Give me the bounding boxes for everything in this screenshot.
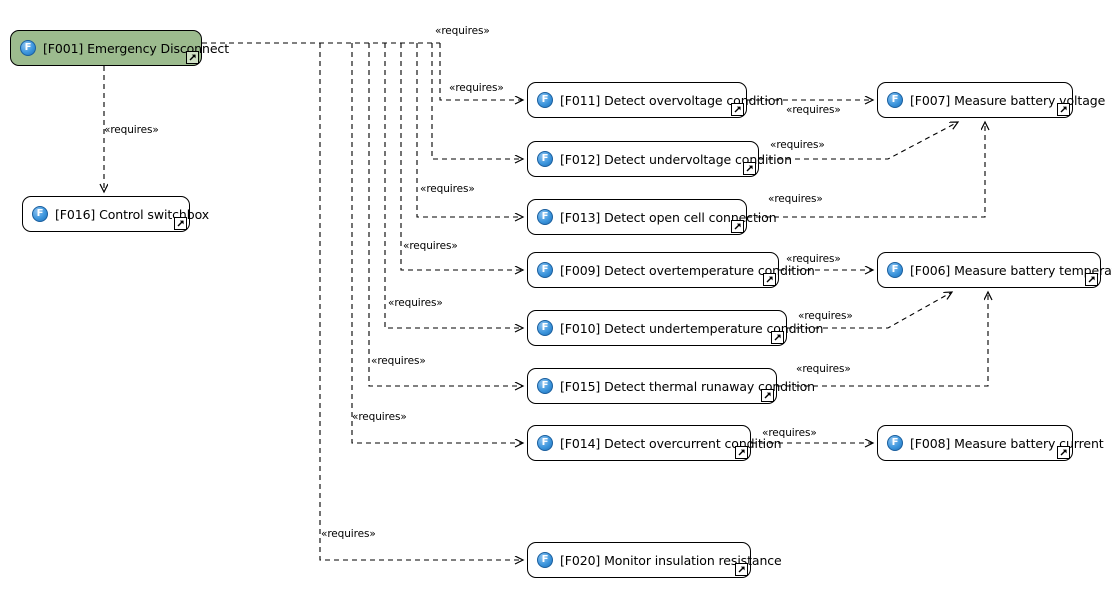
node-label: [F010] Detect undertemperature condition bbox=[560, 320, 824, 336]
edge-label-f001-f015: «requires» bbox=[371, 355, 426, 367]
node-label: [F016] Control switchbox bbox=[55, 206, 210, 222]
feature-icon: F bbox=[887, 92, 903, 108]
edge-label-f001-f014: «requires» bbox=[352, 411, 407, 423]
feature-icon: F bbox=[537, 378, 553, 394]
hyperlink-icon[interactable] bbox=[1057, 103, 1070, 116]
edge-label-f001-f012: «requires» bbox=[435, 25, 490, 37]
edge-label-f011-f007: «requires» bbox=[786, 104, 841, 116]
feature-icon: F bbox=[20, 40, 36, 56]
hyperlink-icon[interactable] bbox=[761, 389, 774, 402]
node-f020[interactable]: F [F020] Monitor insulation resistance bbox=[527, 542, 782, 578]
node-label: [F008] Measure battery current bbox=[910, 435, 1104, 451]
hyperlink-icon[interactable] bbox=[1057, 446, 1070, 459]
node-f001[interactable]: F [F001] Emergency Disconnect bbox=[10, 30, 229, 66]
feature-icon: F bbox=[887, 435, 903, 451]
node-f009[interactable]: F [F009] Detect overtemperature condition bbox=[527, 252, 815, 288]
edge-label-f001-f013: «requires» bbox=[420, 183, 475, 195]
node-label: [F013] Detect open cell connection bbox=[560, 209, 777, 225]
node-f008[interactable]: F [F008] Measure battery current bbox=[877, 425, 1104, 461]
node-label: [F001] Emergency Disconnect bbox=[43, 40, 229, 56]
node-f010[interactable]: F [F010] Detect undertemperature conditio… bbox=[527, 310, 823, 346]
edge-label-f012-f007: «requires» bbox=[770, 139, 825, 151]
feature-icon: F bbox=[537, 92, 553, 108]
edge-label-f009-f006: «requires» bbox=[786, 253, 841, 265]
edge-label-f001-f010: «requires» bbox=[388, 297, 443, 309]
feature-icon: F bbox=[537, 151, 553, 167]
edge-label-f015-f006: «requires» bbox=[796, 363, 851, 375]
feature-icon: F bbox=[32, 206, 48, 222]
edge-label-f001-f011: «requires» bbox=[449, 82, 504, 94]
node-f007[interactable]: F [F007] Measure battery voltage bbox=[877, 82, 1105, 118]
edge-label-f001-f016: «requires» bbox=[104, 124, 159, 136]
hyperlink-icon[interactable] bbox=[174, 217, 187, 230]
edge-label-f001-f020: «requires» bbox=[321, 528, 376, 540]
node-label: [F009] Detect overtemperature condition bbox=[560, 262, 815, 278]
edge-label-f001-f009: «requires» bbox=[403, 240, 458, 252]
node-f016[interactable]: F [F016] Control switchbox bbox=[22, 196, 209, 232]
node-f012[interactable]: F [F012] Detect undervoltage condition bbox=[527, 141, 792, 177]
node-f014[interactable]: F [F014] Detect overcurrent condition bbox=[527, 425, 781, 461]
node-label: [F006] Measure battery temperature bbox=[910, 262, 1112, 278]
feature-icon: F bbox=[537, 262, 553, 278]
edge-label-f014-f008: «requires» bbox=[762, 427, 817, 439]
feature-icon: F bbox=[537, 209, 553, 225]
node-label: [F014] Detect overcurrent condition bbox=[560, 435, 782, 451]
hyperlink-icon[interactable] bbox=[1085, 273, 1098, 286]
node-f011[interactable]: F [F011] Detect overvoltage condition bbox=[527, 82, 783, 118]
hyperlink-icon[interactable] bbox=[731, 220, 744, 233]
feature-icon: F bbox=[537, 435, 553, 451]
edge-f001-f015 bbox=[368, 43, 523, 386]
node-label: [F011] Detect overvoltage condition bbox=[560, 92, 784, 108]
hyperlink-icon[interactable] bbox=[743, 162, 756, 175]
edge-f001-f009 bbox=[400, 43, 523, 270]
hyperlink-icon[interactable] bbox=[771, 331, 784, 344]
feature-icon: F bbox=[537, 552, 553, 568]
hyperlink-icon[interactable] bbox=[186, 51, 199, 64]
node-f013[interactable]: F [F013] Detect open cell connection bbox=[527, 199, 777, 235]
node-label: [F020] Monitor insulation resistance bbox=[560, 552, 782, 568]
hyperlink-icon[interactable] bbox=[763, 273, 776, 286]
edge-label-f013-f007: «requires» bbox=[768, 193, 823, 205]
node-label: [F015] Detect thermal runaway condition bbox=[560, 378, 815, 394]
node-f015[interactable]: F [F015] Detect thermal runaway condition bbox=[527, 368, 815, 404]
edge-f001-f012 bbox=[431, 43, 523, 159]
node-f006[interactable]: F [F006] Measure battery temperature bbox=[877, 252, 1112, 288]
hyperlink-icon[interactable] bbox=[731, 103, 744, 116]
hyperlink-icon[interactable] bbox=[735, 563, 748, 576]
node-label: [F012] Detect undervoltage condition bbox=[560, 151, 792, 167]
edge-label-f010-f006: «requires» bbox=[798, 310, 853, 322]
node-label: [F007] Measure battery voltage bbox=[910, 92, 1106, 108]
hyperlink-icon[interactable] bbox=[735, 446, 748, 459]
feature-icon: F bbox=[537, 320, 553, 336]
feature-icon: F bbox=[887, 262, 903, 278]
